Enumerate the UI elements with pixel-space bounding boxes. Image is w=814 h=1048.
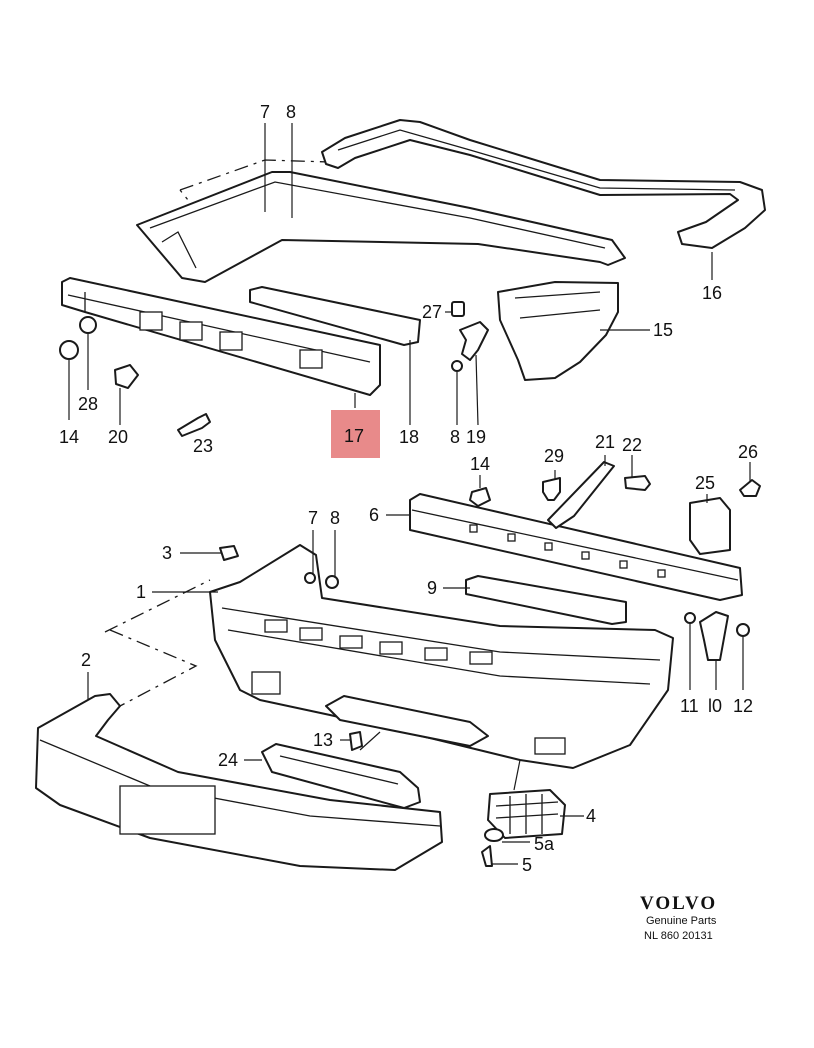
callout-18: 18 — [399, 427, 419, 447]
part-6-beam[interactable] — [409, 493, 743, 601]
brand-line-part-ref: NL 860 20131 — [644, 930, 713, 942]
callout-10: l0 — [708, 696, 722, 716]
part-21-strap[interactable] — [547, 461, 615, 529]
part-1-bumper-cover[interactable] — [209, 544, 674, 769]
callout-11: 11 — [680, 696, 699, 716]
part-2-spoiler[interactable] — [35, 693, 443, 871]
part-3-plug[interactable] — [219, 545, 239, 561]
part-26-bolt[interactable] — [739, 479, 761, 497]
callout-7-lower: 7 — [308, 508, 318, 528]
part-22-bolt[interactable] — [624, 475, 651, 491]
callout-19: 19 — [466, 427, 486, 447]
part-14-nut-lower[interactable] — [469, 487, 491, 507]
callout-13: 13 — [313, 730, 333, 750]
part-8-screw-lower[interactable] — [325, 575, 339, 589]
part-5a-washer[interactable] — [484, 828, 504, 842]
callout-8-mid: 8 — [450, 427, 460, 447]
part-7-clip-lower[interactable] — [304, 572, 316, 584]
callout-12: 12 — [733, 696, 753, 716]
callout-16: 16 — [702, 283, 722, 303]
callout-15: 15 — [653, 320, 673, 340]
callout-25: 25 — [695, 473, 715, 493]
callout-21: 21 — [595, 432, 615, 452]
leader-lines — [68, 123, 751, 865]
callout-14-upper: 14 — [59, 427, 79, 447]
part-16-trim-strip[interactable] — [321, 119, 766, 249]
part-28-bolt[interactable] — [79, 316, 97, 334]
callout-23: 23 — [193, 436, 213, 456]
part-24-grille-panel[interactable] — [261, 743, 421, 809]
callout-28: 28 — [78, 394, 98, 414]
part-17-bracket[interactable] — [61, 277, 381, 396]
callout-9: 9 — [427, 578, 437, 598]
callout-17: 17 — [344, 426, 364, 446]
callout-8-upper: 8 — [286, 102, 296, 122]
part-20-clip[interactable] — [114, 364, 139, 389]
callout-22: 22 — [622, 435, 642, 455]
brand-line-genuine-parts: Genuine Parts — [646, 915, 717, 927]
part-29-pin[interactable] — [542, 477, 561, 501]
part-4-fog-grille[interactable] — [487, 789, 566, 839]
callout-20: 20 — [108, 427, 128, 447]
callout-14-lower: 14 — [470, 454, 490, 474]
part-25-plate[interactable] — [689, 497, 731, 555]
callout-2: 2 — [81, 650, 91, 670]
callout-6: 6 — [369, 505, 379, 525]
callout-5a: 5a — [534, 834, 555, 854]
callout-26: 26 — [738, 442, 758, 462]
part-5-screw[interactable] — [481, 845, 493, 867]
highlight-box-17 — [331, 410, 380, 458]
part-12-bolt[interactable] — [736, 623, 750, 637]
part-15-side-end[interactable] — [497, 281, 619, 381]
callout-1: 1 — [136, 582, 146, 602]
part-11-nut[interactable] — [684, 612, 696, 624]
volvo-logo: VOLVO — [640, 893, 718, 914]
part-14-nut-upper[interactable] — [59, 340, 79, 360]
part-13-clip[interactable] — [349, 731, 363, 751]
callout-24: 24 — [218, 750, 238, 770]
part-27-19-clip[interactable] — [451, 301, 489, 372]
callout-3: 3 — [162, 543, 172, 563]
upper-bumper-cover[interactable] — [136, 171, 626, 283]
bumper-grille — [325, 695, 489, 747]
part-10-bracket[interactable] — [699, 611, 729, 661]
callout-7-upper: 7 — [260, 102, 270, 122]
part-9-bracket[interactable] — [465, 575, 627, 625]
callout-29: 29 — [544, 446, 564, 466]
callout-5: 5 — [522, 855, 532, 875]
callout-27: 27 — [422, 302, 442, 322]
part-23-bolt[interactable] — [177, 413, 211, 437]
centerline-lower — [104, 579, 211, 707]
callout-4: 4 — [586, 806, 596, 826]
callout-8-lower: 8 — [330, 508, 340, 528]
callout-labels: 7 8 16 15 27 28 14 20 23 17 18 8 19 14 2… — [59, 102, 758, 875]
part-18-bracket[interactable] — [249, 286, 421, 346]
